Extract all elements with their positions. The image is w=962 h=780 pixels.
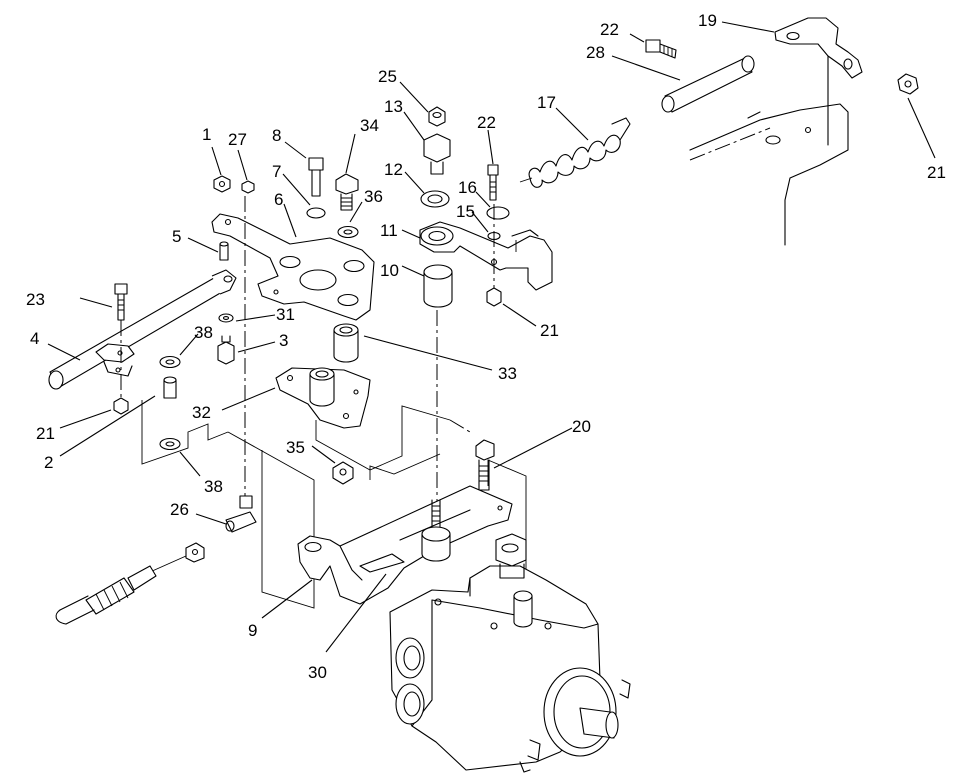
callout-4: 4 <box>30 329 39 348</box>
callout-3: 3 <box>279 331 288 350</box>
callout-38-b: 38 <box>204 477 223 496</box>
callout-6: 6 <box>274 190 283 209</box>
callout-38-a: 38 <box>194 323 213 342</box>
left-fastener-stack <box>213 175 255 496</box>
callout-9: 9 <box>248 621 257 640</box>
carriage-bolt-top <box>645 39 677 59</box>
callout-1: 1 <box>202 125 211 144</box>
upper-mounting-plate <box>211 213 375 321</box>
pivot-bracket <box>774 17 863 79</box>
callout-17: 17 <box>537 93 556 112</box>
callout-8: 8 <box>272 126 281 145</box>
callout-30: 30 <box>308 663 327 682</box>
callout-5: 5 <box>172 227 181 246</box>
callout-21-b: 21 <box>540 321 559 340</box>
callout-33: 33 <box>498 364 517 383</box>
return-spring <box>519 117 631 188</box>
assembly-lines <box>141 400 527 609</box>
callout-25: 25 <box>378 67 397 86</box>
callout-23: 23 <box>26 290 45 309</box>
callout-11: 11 <box>380 221 398 240</box>
callout-12: 12 <box>384 160 403 179</box>
callout-19: 19 <box>698 11 717 30</box>
callout-35: 35 <box>286 438 305 457</box>
callout-16: 16 <box>458 178 477 197</box>
control-rod <box>48 269 237 390</box>
rod-clamp-bolt <box>113 283 129 415</box>
control-lever <box>419 221 553 291</box>
lower-nut <box>332 461 354 485</box>
pivot-shaft <box>661 55 755 113</box>
pivot-bushing <box>333 323 359 363</box>
callout-21-c: 21 <box>927 163 946 182</box>
callout-7: 7 <box>272 162 281 181</box>
plate-bolts <box>306 157 359 239</box>
frame-plate <box>689 37 849 246</box>
callout-10: 10 <box>380 261 399 280</box>
callout-labels: 1 2 3 4 5 6 7 8 9 10 11 12 13 15 16 17 1… <box>26 11 946 682</box>
leader-lines <box>47 21 936 653</box>
mounting-bolt <box>475 439 495 491</box>
callout-15: 15 <box>456 202 475 221</box>
stack-parts-right <box>420 106 453 510</box>
callout-36: 36 <box>364 187 383 206</box>
callout-28: 28 <box>586 43 605 62</box>
callout-21-a: 21 <box>36 424 55 443</box>
throttle-cable <box>55 495 257 625</box>
callout-20: 20 <box>572 417 591 436</box>
nut-right <box>897 73 919 95</box>
callout-32: 32 <box>192 403 211 422</box>
callout-27: 27 <box>228 130 247 149</box>
lower-bracket-plate <box>275 367 371 429</box>
callout-34: 34 <box>360 116 379 135</box>
callout-31: 31 <box>276 305 295 324</box>
callout-26: 26 <box>170 500 189 519</box>
callout-22-a: 22 <box>600 20 619 39</box>
callout-22-b: 22 <box>477 113 496 132</box>
spacer-and-washers <box>159 355 181 451</box>
bracket-stud <box>421 499 451 562</box>
hydraulic-pump <box>389 533 631 773</box>
lever-fasteners <box>486 164 510 307</box>
callout-2: 2 <box>44 453 53 472</box>
callout-13: 13 <box>384 97 403 116</box>
